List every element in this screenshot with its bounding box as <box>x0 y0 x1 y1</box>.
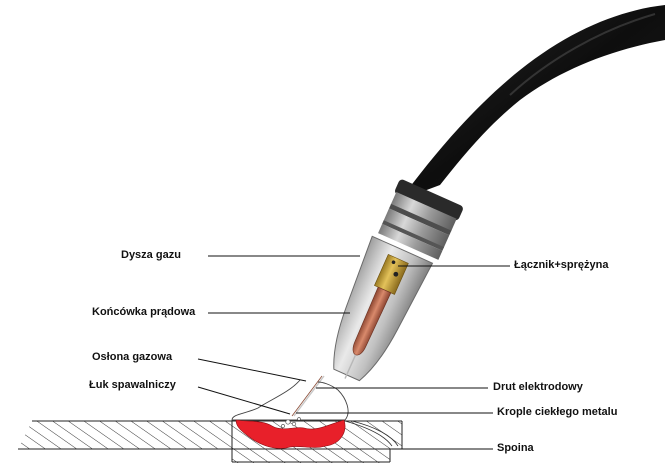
label-gas-shield: Osłona gazowa <box>92 351 172 364</box>
label-gas-nozzle: Dysza gazu <box>121 249 181 262</box>
label-weld: Spoina <box>497 442 534 455</box>
label-contact-tip: Końcówka prądowa <box>92 306 195 319</box>
gas-shield <box>232 380 348 420</box>
label-metal-droplets: Krople ciekłego metalu <box>497 406 617 419</box>
leader-welding-arc <box>198 387 290 414</box>
label-electrode-wire: Drut elektrodowy <box>493 381 583 394</box>
cable <box>400 5 665 200</box>
label-welding-arc: Łuk spawalniczy <box>89 379 176 392</box>
leader-gas-shield <box>198 359 306 381</box>
gas-nozzle <box>315 236 433 392</box>
label-connector-spring: Łącznik+sprężyna <box>514 259 608 272</box>
